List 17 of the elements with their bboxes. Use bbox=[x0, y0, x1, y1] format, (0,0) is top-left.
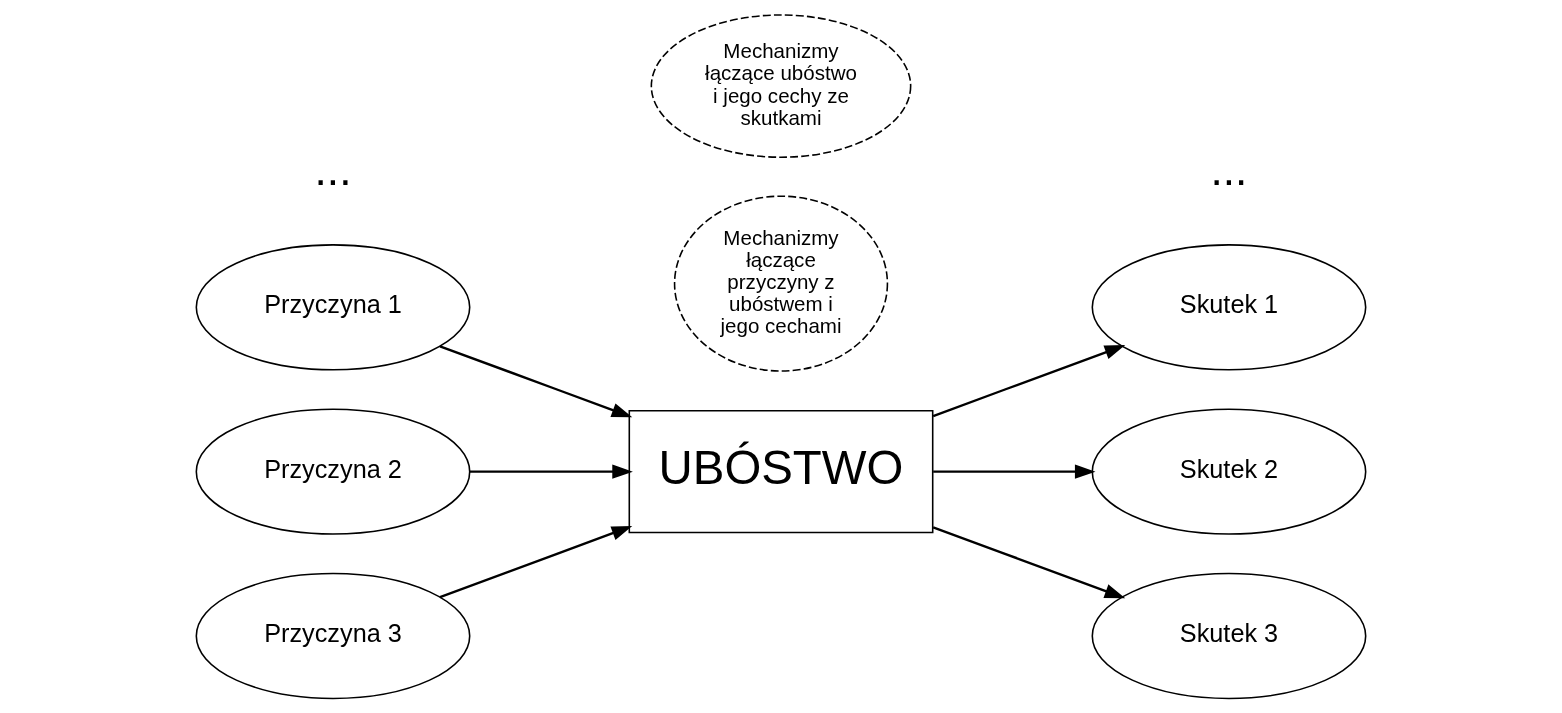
arrow bbox=[439, 526, 633, 599]
node-ellipse: Skutek 1 bbox=[1091, 244, 1367, 371]
arrow bbox=[439, 345, 633, 418]
arrow bbox=[933, 464, 1096, 479]
label: ... bbox=[1210, 145, 1248, 195]
node-ellipse: Przyczyna 1 bbox=[195, 244, 471, 371]
arrow bbox=[469, 464, 633, 479]
node-ellipse: Skutek 2 bbox=[1091, 408, 1367, 535]
arrow bbox=[932, 526, 1126, 599]
arrow bbox=[932, 345, 1126, 418]
node-ellipse: Przyczyna 3 bbox=[195, 572, 471, 700]
label: ... bbox=[314, 145, 352, 195]
node-ellipse: Mechanizmy łączące przyczyny z ubóstwem i jego cechami bbox=[673, 195, 889, 372]
node-ellipse: Przyczyna 2 bbox=[195, 408, 471, 535]
node-ellipse: Skutek 3 bbox=[1091, 572, 1367, 700]
node-ellipse: Mechanizmy łączące ubóstwo i jego cechy ze skutkami bbox=[650, 14, 912, 158]
node-box: UBÓSTWO bbox=[628, 410, 934, 534]
